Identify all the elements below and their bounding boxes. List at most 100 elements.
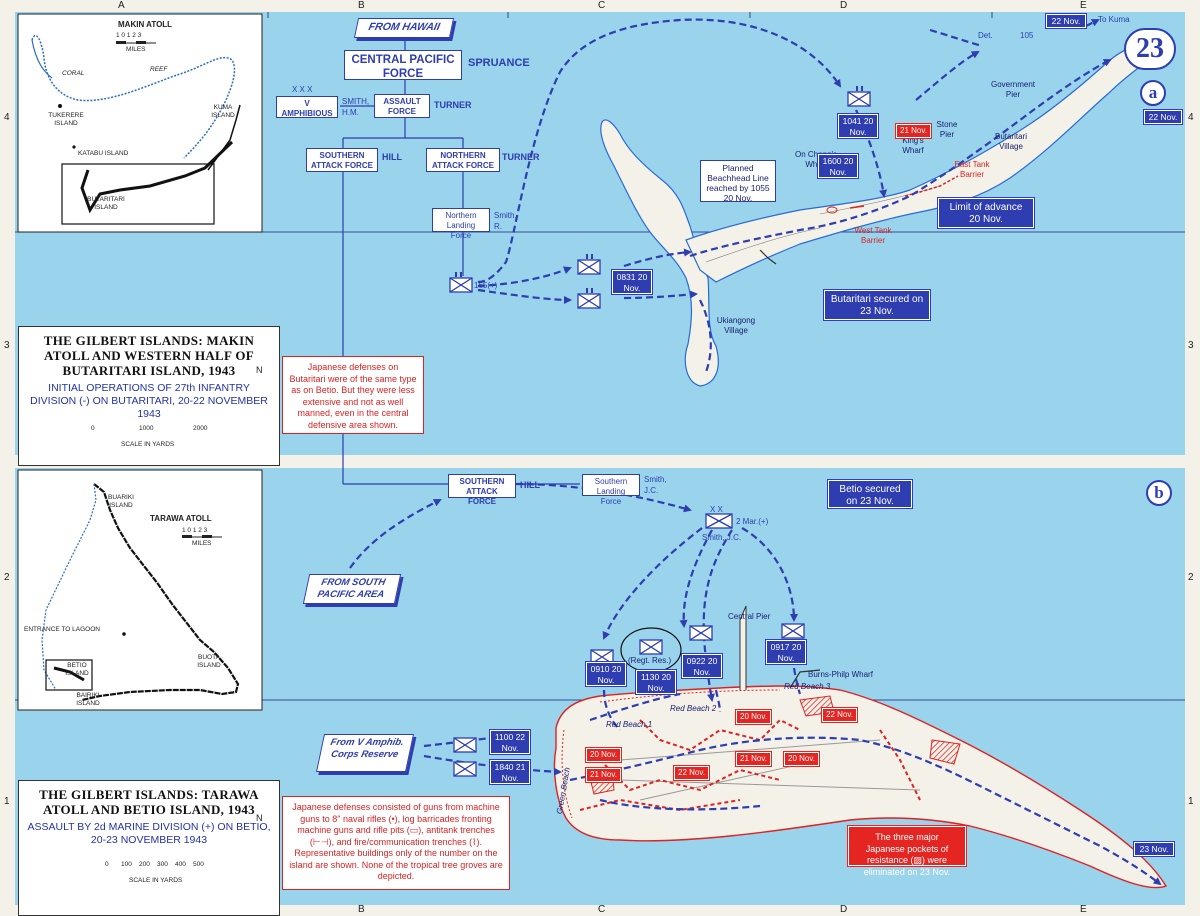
butaritari-land	[80, 140, 234, 214]
kuma-label: KUMA ISLAND	[211, 104, 235, 119]
betio-inset-label: BETIO ISLAND	[65, 662, 89, 677]
scale-b-label: SCALE IN YARDS	[129, 877, 183, 884]
southern-attack-force-b: SOUTHERN ATTACK FORCE	[448, 474, 516, 506]
smith-jc-label: Smith, J.C.	[644, 475, 667, 495]
scale-b-400: 400	[175, 861, 186, 868]
red-beach-1-label: Red Beach 1	[606, 720, 653, 729]
grid-col-e-top: E	[1080, 0, 1087, 11]
north-b: N	[256, 813, 263, 823]
smith-hm-label: SMITH, H.M.	[342, 97, 370, 117]
scale-b-300: 300	[157, 861, 168, 868]
northern-attack-force: NORTHERN ATTACK FORCE	[426, 148, 500, 172]
plate-number: 23	[1124, 28, 1176, 70]
grid-row-2-right: 2	[1188, 572, 1194, 583]
scale-b-500: 500	[193, 861, 204, 868]
beachhead-callout: Planned Beachhead Line reached by 1055 2…	[700, 160, 776, 203]
tukerere-label: TUKERERE ISLAND	[48, 112, 84, 127]
time-0831: 0831 20 Nov.	[611, 269, 653, 295]
red-beach-2-label: Red Beach 2	[670, 704, 717, 713]
panel-b-letter: b	[1146, 480, 1172, 506]
v-amphibious-box: V AMPHIBIOUS	[276, 96, 338, 118]
makin-inset-scale-numbers: 1 0 1 2 3	[116, 32, 142, 39]
panel-a-letter: a	[1140, 80, 1166, 106]
nov23-callout: 23 Nov.	[1133, 841, 1175, 857]
from-south-pacific: FROM SOUTH PACIFIC AREA	[302, 574, 402, 604]
on-chongs-label: On Chong's Wharf	[795, 150, 837, 169]
grid-row-4-left: 4	[4, 112, 10, 123]
burns-philp-label: Burns-Philp Wharf	[808, 670, 873, 679]
det-unit-label: 105	[1020, 31, 1034, 40]
scale-b-100: 100	[121, 861, 132, 868]
red-21-nov-a: 21 Nov.	[895, 123, 932, 139]
butaritari-west-arm	[600, 119, 719, 387]
makin-inset-title: MAKIN ATOLL	[118, 20, 173, 29]
grid-col-a-top: A	[118, 0, 125, 11]
time-1130: 1130 20 Nov.	[635, 669, 677, 695]
panel-b-title-box: THE GILBERT ISLANDS: TARAWA ATOLL AND BE…	[18, 780, 280, 916]
betio-island	[553, 685, 1168, 889]
mar2-label: 2 Mar.(+)	[736, 517, 769, 526]
tarawa-inset-scale-unit: MILES	[192, 540, 212, 547]
southern-attack-force-a: SOUTHERN ATTACK FORCE	[306, 148, 378, 172]
hill-label-a: HILL	[382, 152, 402, 162]
red-21-nov-b1: 21 Nov.	[585, 767, 622, 783]
time-1840: 1840 21 Nov.	[489, 759, 531, 785]
grid-row-1-right: 1	[1188, 796, 1194, 807]
butaritari-secured: Butaritari secured on 23 Nov.	[823, 289, 931, 321]
stone-pier-label: Stone Pier	[936, 120, 958, 139]
time-0922: 0922 20 Nov.	[681, 653, 723, 679]
scale-a-label: SCALE IN YARDS	[121, 441, 175, 448]
grid-col-c-top: C	[598, 0, 606, 11]
limit-of-advance: Limit of advance 20 Nov.	[937, 197, 1035, 229]
panel-a-title-box: THE GILBERT ISLANDS: MAKIN ATOLL AND WES…	[18, 326, 280, 466]
grid-row-4-right: 4	[1188, 112, 1194, 123]
nov22-top: 22 Nov.	[1045, 13, 1087, 29]
tarawa-rim	[81, 483, 240, 702]
time-1600: 1600 20 Nov.	[817, 153, 859, 179]
central-pacific-force-box: CENTRAL PACIFIC FORCE	[344, 50, 462, 80]
nov22-right: 22 Nov.	[1143, 109, 1183, 125]
red-22-nov-b2: 22 Nov.	[821, 707, 858, 723]
regt-res-label: (Regt. Res.)	[628, 656, 672, 665]
red-beach-3-label: Red Beach 3	[784, 682, 831, 691]
tarawa-inset-scale-numbers: 1 0 1 2 3	[182, 527, 208, 534]
bairiki-label: BAIRIKI ISLAND	[76, 692, 100, 707]
buota-label: BUOTA ISLAND	[197, 654, 221, 669]
panel-a-defense-note: Japanese defenses on Butaritari were of …	[282, 356, 424, 434]
ukiangong-label: Ukiangong Village	[716, 316, 756, 335]
panel-a-subtitle: INITIAL OPERATIONS OF 27th INFANTRY DIVI…	[30, 382, 268, 420]
katabu-label: KATABU ISLAND	[78, 150, 129, 157]
smith-jc2-label: Smith, J.C.	[702, 533, 742, 542]
grid-col-d-top: D	[840, 0, 848, 11]
west-tank-barrier-label: West Tank Barrier	[854, 226, 892, 245]
butaritari-box	[61, 163, 215, 225]
time-1100: 1100 22 Nov.	[489, 729, 531, 755]
pockets-note: The three major Japanese pockets of resi…	[847, 825, 967, 877]
scale-b-0: 0	[105, 861, 109, 868]
panel-b-subtitle: ASSAULT BY 2d MARINE DIVISION (+) ON BET…	[27, 821, 271, 846]
north-a: N	[256, 365, 263, 375]
tarawa-inset-title: TARAWA ATOLL	[150, 514, 212, 523]
grid-col-e-bottom: E	[1080, 904, 1087, 915]
red-20-nov-b2: 20 Nov.	[735, 709, 772, 725]
scale-a-2000: 2000	[193, 425, 208, 432]
turner-label-2: TURNER	[502, 152, 540, 162]
kings-wharf-label: King's Wharf	[902, 136, 924, 155]
butaritari-inset-label: BUTARITARI ISLAND	[87, 196, 125, 211]
makin-inset-scale-unit: MILES	[126, 46, 146, 53]
grid-row-3-right: 3	[1188, 340, 1194, 351]
makin-inset	[17, 13, 263, 233]
makin-reef-label: REEF	[150, 66, 168, 73]
time-1041: 1041 20 Nov.	[837, 113, 879, 139]
government-pier-label: Government Pier	[990, 80, 1036, 99]
panel-b-title: THE GILBERT ISLANDS: TARAWA ATOLL AND BE…	[39, 787, 259, 817]
spruance-label: SPRUANCE	[468, 57, 530, 69]
to-kuma-label: To Kuma	[1098, 15, 1130, 24]
hill-label-b: HILL	[520, 480, 540, 490]
panel-b-defense-note: Japanese defenses consisted of guns from…	[282, 796, 510, 890]
assault-force-box: ASSAULT FORCE	[374, 94, 430, 118]
xx-label: X X	[710, 505, 723, 514]
red-20-nov-b3: 20 Nov.	[783, 751, 820, 767]
